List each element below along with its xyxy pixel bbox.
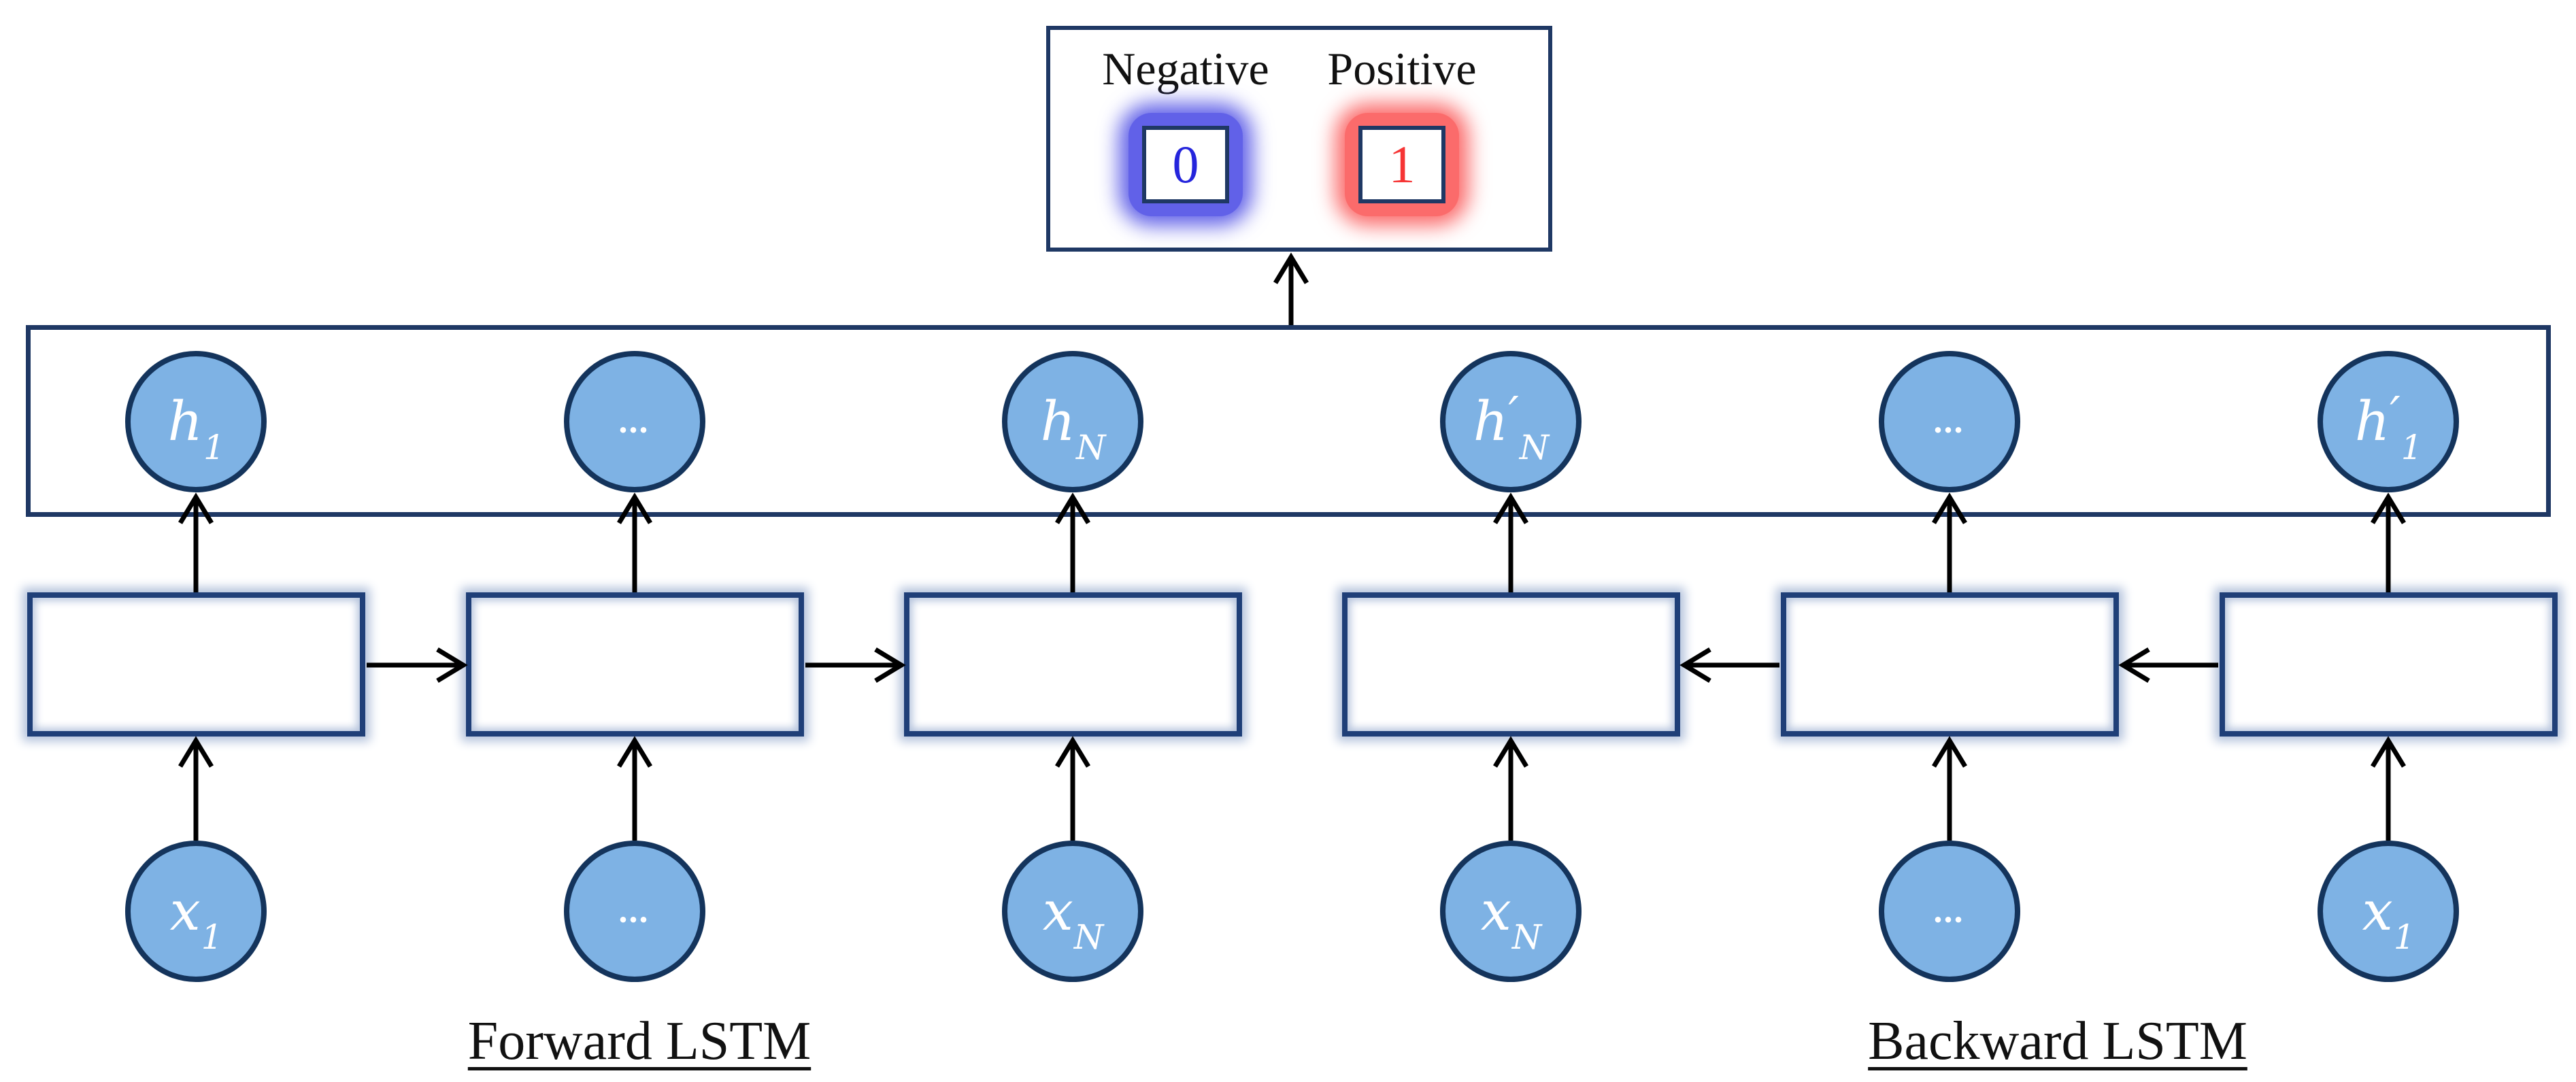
input-circle-x1-forward: x1: [125, 841, 267, 982]
negative-label: Negative: [1102, 43, 1269, 95]
hidden-state-circle-hprimeN: h′N: [1440, 351, 1582, 492]
input-circle-xN-backward: xN: [1440, 841, 1582, 982]
hidden-state-circle-hprime1: h′1: [2318, 351, 2459, 492]
backward-lstm-cell-3: [2220, 592, 2558, 737]
classifier-output-box: Negative 0 Positive 1: [1046, 26, 1552, 252]
hidden-state-circle-hN: hN: [1002, 351, 1143, 492]
negative-value: 0: [1172, 135, 1199, 195]
hidden-state-circle-ellipsis-forward: …: [564, 351, 705, 492]
input-circle-ellipsis-backward: …: [1879, 841, 2020, 982]
hidden-state-label: h′N: [1473, 388, 1550, 467]
hidden-state-label: …: [1933, 403, 1967, 440]
input-label: x1: [2362, 879, 2415, 957]
hidden-state-label: hN: [1040, 390, 1106, 467]
negative-glow-box: 0: [1128, 113, 1243, 217]
input-label: xN: [1042, 879, 1104, 957]
negative-value-box: 0: [1142, 126, 1229, 204]
input-label: xN: [1480, 879, 1542, 957]
backward-lstm-cell-2: [1781, 592, 2119, 737]
input-label: …: [618, 892, 652, 930]
backward-lstm-caption: Backward LSTM: [1868, 1011, 2247, 1071]
hidden-state-circle-ellipsis-backward: …: [1879, 351, 2020, 492]
forward-lstm-caption: Forward LSTM: [467, 1011, 812, 1071]
input-label: …: [1933, 892, 1967, 930]
input-circle-x1-backward: x1: [2318, 841, 2459, 982]
negative-column: Negative 0: [1077, 42, 1294, 217]
forward-lstm-cell-1: [27, 592, 365, 737]
forward-lstm-cell-2: [466, 592, 804, 737]
hidden-state-circle-h1: h1: [125, 351, 267, 492]
positive-value: 1: [1388, 135, 1416, 195]
hidden-state-label: h′1: [2354, 388, 2423, 467]
input-circle-ellipsis-forward: …: [564, 841, 705, 982]
positive-label: Positive: [1327, 43, 1477, 95]
positive-column: Positive 1: [1293, 42, 1511, 217]
hidden-states-container: [26, 325, 2551, 517]
positive-glow-box: 1: [1345, 113, 1459, 217]
hidden-state-label: h1: [167, 390, 225, 467]
backward-lstm-cell-1: [1342, 592, 1680, 737]
hidden-state-label: …: [618, 403, 652, 440]
forward-lstm-cell-3: [904, 592, 1242, 737]
input-label: x1: [169, 879, 223, 957]
positive-value-box: 1: [1358, 126, 1445, 204]
input-circle-xN-forward: xN: [1002, 841, 1143, 982]
